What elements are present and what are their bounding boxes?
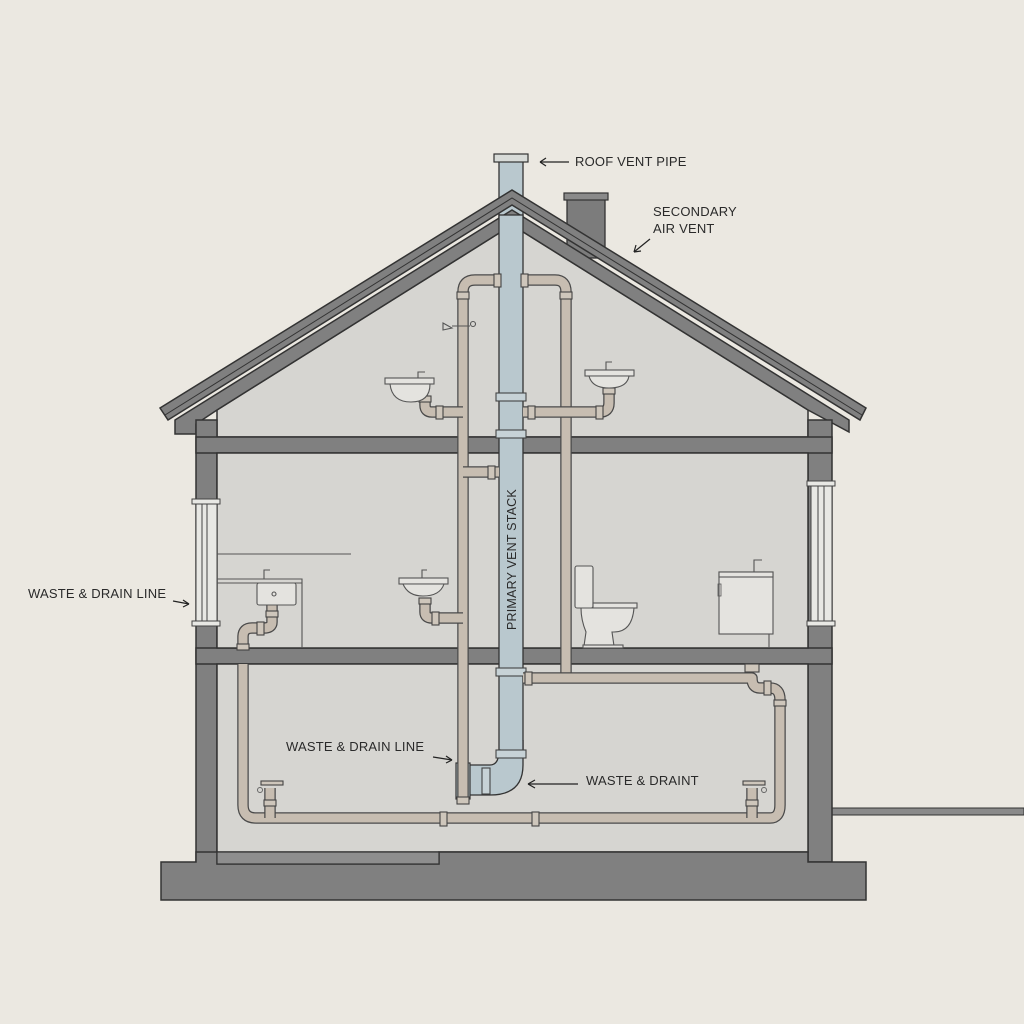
shower-head-icon [442,320,477,331]
primary-vent-stack-label: PRIMARY VENT STACK [505,489,519,630]
waste-drain-right-callout: WASTE & DRAINT [527,773,699,789]
waste-drain-basement-label: WASTE & DRAIN LINE [286,739,424,754]
sewer-line [831,807,1024,816]
vanity-cabinet-icon [717,559,774,648]
secondary-air-vent-label-line2: AIR VENT [653,221,715,236]
toilet-icon [574,565,638,649]
drain-pipes [236,273,787,827]
waste-drain-basement-callout: WASTE & DRAIN LINE [286,739,453,764]
foundation [160,851,867,901]
waste-drain-right-label: WASTE & DRAINT [586,773,699,788]
secondary-air-vent-callout: SECONDARY AIR VENT [633,204,737,253]
pedestal-sink-icon [398,569,449,597]
cleanout-left [257,780,284,793]
roof-vent-pipe-label: ROOF VENT PIPE [575,154,687,169]
waste-drain-left-label: WASTE & DRAIN LINE [28,586,166,601]
window-left [191,498,221,627]
vanity-sink-icon [256,569,297,606]
attic-sink-right-icon [584,361,635,389]
roof-vent-pipe-callout: ROOF VENT PIPE [539,154,687,169]
cleanout-right [742,780,767,793]
primary-vent-stack [455,214,527,800]
window-right [806,480,836,627]
attic-sink-left-icon [384,371,435,403]
waste-drain-left-callout: WASTE & DRAIN LINE [28,586,190,608]
secondary-air-vent-label-line1: SECONDARY [653,204,737,219]
